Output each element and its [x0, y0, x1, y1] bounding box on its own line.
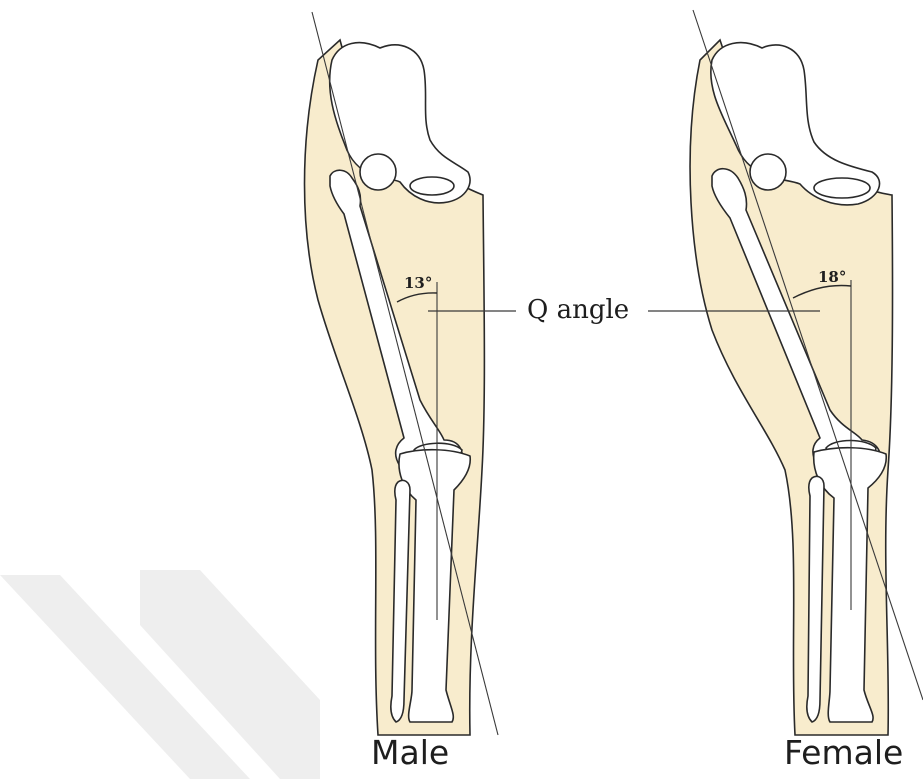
male-caption: Male	[371, 733, 449, 772]
female-leg: 18° Female	[690, 10, 923, 772]
q-angle-label: Q angle	[527, 295, 629, 325]
female-femoral-head	[750, 154, 786, 190]
female-caption: Female	[784, 733, 903, 772]
female-angle-label: 18°	[818, 268, 846, 286]
male-femoral-head	[360, 154, 396, 190]
male-angle-label: 13°	[404, 274, 432, 292]
male-leg: 13° Male	[305, 12, 499, 772]
male-obturator	[410, 177, 454, 195]
watermark	[0, 570, 320, 779]
female-obturator	[814, 178, 870, 198]
